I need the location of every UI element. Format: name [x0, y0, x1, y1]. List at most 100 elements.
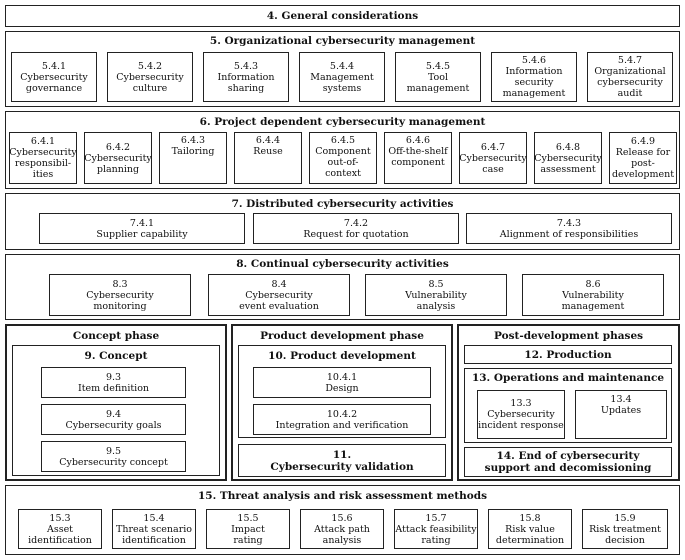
item-15-5: 15.5 Impact rating — [206, 509, 290, 549]
item-label: Attack path analysis — [314, 523, 370, 546]
item-15-4: 15.4 Threat scenario identification — [112, 509, 196, 549]
item-label: Asset identification — [28, 523, 92, 546]
item-number: 7.4.3 — [556, 217, 582, 229]
section-13-box: 13. Operations and maintenance 13.3 Cybe… — [464, 368, 672, 443]
item-number: 15.8 — [519, 512, 541, 524]
section-5-title: 5. Organizational cybersecurity manageme… — [209, 35, 476, 47]
item-10-4-1: 10.4.1 Design — [253, 367, 431, 398]
item-label: Threat scenario identification — [115, 523, 193, 546]
item-number: 15.3 — [49, 512, 71, 524]
section-10-box: 10. Product development 10.4.1 Design 10… — [238, 345, 446, 438]
section-11-box: 11. Cybersecurity validation — [238, 444, 446, 477]
item-number: 8.5 — [428, 278, 444, 290]
item-5-4-2: 5.4.2 Cybersecurity culture — [107, 52, 193, 102]
item-number: 6.4.5 — [330, 135, 356, 146]
item-6-4-9: 6.4.9 Release for post- development — [609, 132, 677, 184]
item-label: Cybersecurity concept — [59, 456, 168, 468]
item-number: 9.5 — [105, 445, 122, 457]
item-number: 5.4.4 — [329, 60, 355, 72]
section-9-box: 9. Concept 9.3 Item definition 9.4 Cyber… — [12, 345, 220, 476]
section-11-number: 11. — [332, 448, 352, 461]
item-label: Cybersecurity responsibil- ities — [9, 147, 77, 180]
item-label: Supplier capability — [96, 228, 188, 240]
item-label: Item definition — [77, 382, 150, 394]
item-15-3: 15.3 Asset identification — [18, 509, 102, 549]
section-14-box: 14. End of cybersecurity support and dec… — [464, 447, 672, 477]
item-number: 10.4.2 — [326, 408, 358, 420]
section-8-box: 8. Continual cybersecurity activities 8.… — [5, 254, 680, 320]
section-14-label: 14. End of cybersecurity support and dec… — [484, 450, 652, 474]
post-phase-box: Post-development phases 12. Production 1… — [457, 324, 680, 481]
section-6-title: 6. Project dependent cybersecurity manag… — [199, 116, 486, 128]
item-label: Release for post- development — [611, 147, 675, 180]
item-6-4-8: 6.4.8 Cybersecurity assessment — [534, 132, 602, 184]
item-number: 8.4 — [271, 278, 287, 290]
item-9-3: 9.3 Item definition — [41, 367, 186, 398]
item-6-4-5: 6.4.5 Component out-of-context — [309, 132, 377, 184]
item-number: 9.4 — [105, 408, 122, 420]
item-7-4-1: 7.4.1 Supplier capability — [39, 213, 245, 244]
item-number: 15.4 — [143, 512, 165, 524]
section-12-title: 12. Production — [524, 348, 612, 361]
section-9-title: 9. Concept — [84, 350, 148, 362]
item-5-4-4: 5.4.4 Management systems — [299, 52, 385, 102]
item-number: 9.3 — [105, 371, 122, 383]
item-13-4: 13.4 Updates — [575, 390, 667, 439]
item-6-4-3: 6.4.3 Tailoring — [159, 132, 227, 184]
item-number: 6.4.4 — [255, 135, 281, 146]
item-15-9: 15.9 Risk treatment decision — [582, 509, 668, 549]
item-6-4-7: 6.4.7 Cybersecurity case — [459, 132, 527, 184]
item-number: 6.4.9 — [630, 136, 656, 147]
item-8-3: 8.3 Cybersecurity monitoring — [49, 274, 191, 316]
item-number: 6.4.2 — [105, 141, 131, 153]
item-6-4-4: 6.4.4 Reuse — [234, 132, 302, 184]
item-label: Cybersecurity incident response — [478, 409, 564, 431]
item-number: 8.6 — [585, 278, 601, 290]
item-label: Tailoring — [171, 146, 215, 157]
item-number: 5.4.7 — [617, 55, 643, 66]
item-label: Vulnerability management — [561, 289, 625, 312]
item-label: Off-the-shelf component — [388, 146, 448, 168]
item-label: Component out-of-context — [315, 146, 371, 179]
item-label: Integration and verification — [275, 419, 409, 431]
item-number: 6.4.3 — [180, 135, 206, 146]
item-number: 10.4.1 — [326, 371, 358, 383]
item-label: Attack feasibility rating — [395, 523, 477, 546]
item-label: Cybersecurity goals — [65, 419, 162, 431]
item-15-7: 15.7 Attack feasibility rating — [394, 509, 478, 549]
item-label: Management systems — [310, 71, 374, 94]
item-number: 13.3 — [510, 398, 532, 409]
item-9-4: 9.4 Cybersecurity goals — [41, 404, 186, 435]
item-label: Risk value determination — [495, 523, 565, 546]
section-11-label: Cybersecurity validation — [270, 460, 414, 473]
item-number: 15.6 — [331, 512, 353, 524]
item-label: Information sharing — [217, 71, 275, 94]
section-12-box: 12. Production — [464, 345, 672, 364]
item-number: 7.4.1 — [129, 217, 155, 229]
item-label: Cybersecurity monitoring — [86, 289, 154, 312]
item-number: 5.4.6 — [521, 55, 547, 66]
item-number: 6.4.6 — [405, 135, 431, 146]
post-phase-title: Post-development phases — [493, 330, 644, 342]
item-number: 6.4.8 — [555, 141, 581, 153]
section-7-title: 7. Distributed cybersecurity activities — [231, 198, 454, 210]
item-15-8: 15.8 Risk value determination — [488, 509, 572, 549]
item-label: Cybersecurity planning — [84, 152, 152, 175]
item-number: 6.4.7 — [480, 141, 506, 153]
item-label: Cybersecurity case — [459, 152, 527, 175]
item-number: 15.7 — [425, 512, 447, 524]
item-13-3: 13.3 Cybersecurity incident response — [477, 390, 565, 439]
item-7-4-2: 7.4.2 Request for quotation — [253, 213, 459, 244]
item-6-4-1: 6.4.1 Cybersecurity responsibil- ities — [9, 132, 77, 184]
product-phase-title: Product development phase — [260, 330, 424, 342]
item-10-4-2: 10.4.2 Integration and verification — [253, 404, 431, 435]
item-9-5: 9.5 Cybersecurity concept — [41, 441, 186, 472]
item-number: 5.4.1 — [41, 60, 67, 72]
item-label: Alignment of responsibilities — [499, 228, 639, 240]
item-6-4-6: 6.4.6 Off-the-shelf component — [384, 132, 452, 184]
section-7-box: 7. Distributed cybersecurity activities … — [5, 193, 680, 250]
section-15-box: 15. Threat analysis and risk assessment … — [5, 485, 680, 555]
item-number: 8.3 — [112, 278, 128, 290]
item-label: Vulnerability analysis — [405, 289, 467, 312]
item-label: Organizational cybersecurity audit — [594, 66, 666, 99]
